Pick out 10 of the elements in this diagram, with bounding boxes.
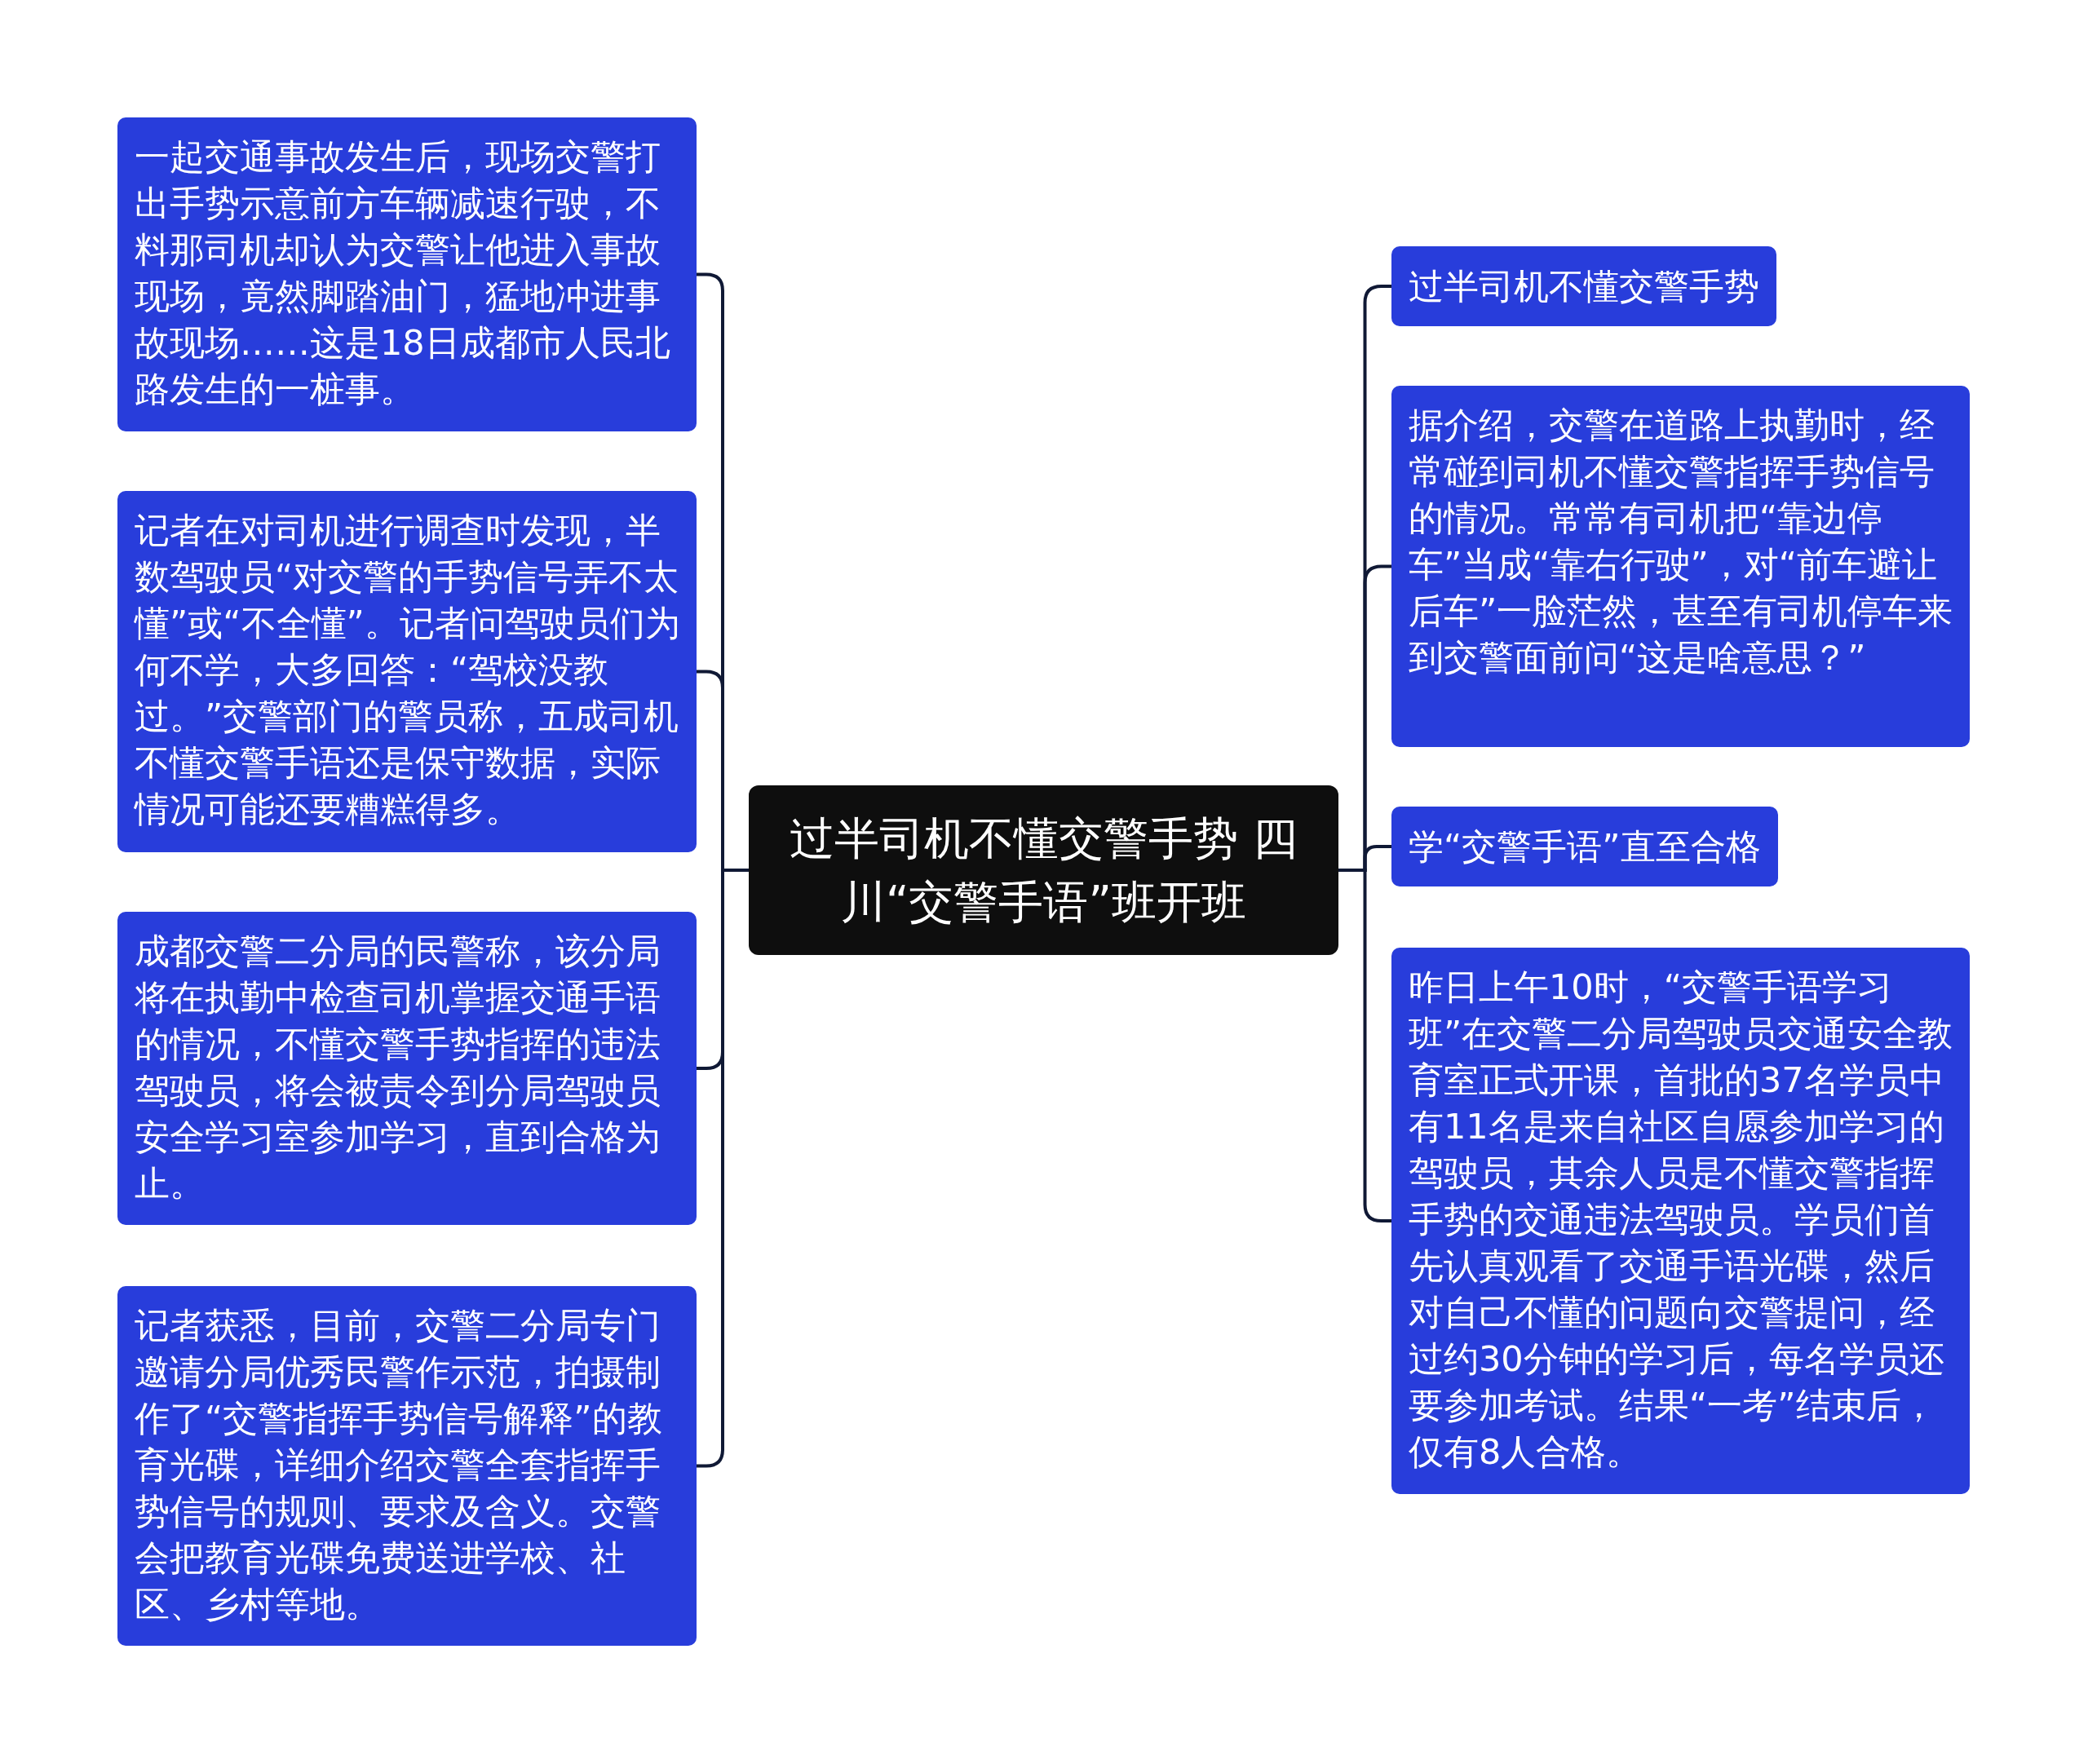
topic-box: 记者获悉，目前，交警二分局专门邀请分局优秀民警作示范，拍摄制作了“交警指挥手势信号解释”的教育光碟，详细介绍交警全套指挥手势信号的规则、要求及含义。交警会把教育光碟免费送进学校、社区、乡村等地。 (117, 1286, 697, 1646)
central-topic-box: 过半司机不懂交警手势 四川“交警手语”班开班 (749, 785, 1338, 955)
connector-line (1338, 869, 1391, 1222)
topic-box: 一起交通事故发生后，现场交警打出手势示意前方车辆减速行驶，不料那司机却认为交警让他进入事故现场，竟然脚踏油门，猛地冲进事故现场……这是18日成都市人民北路发生的一桩事。 (117, 117, 697, 431)
topic-box: 昨日上午10时，“交警手语学习班”在交警二分局驾驶员交通安全教育室正式开课，首批的37名学员中有11名是来自社区自愿参加学习的驾驶员，其余人员是不懂交警指挥手势的交通违法驾驶员。学员们首先认真观看了交通手语光碟，然后对自己不懂的问题向交警提问，经过约30分钟的学习后，每名学员还要参加考试。结果“一考”结束后，仅有8人合格。 (1391, 948, 1970, 1494)
topic-box: 记者在对司机进行调查时发现，半数驾驶员“对交警的手势信号弄不太懂”或“不全懂”。记者问驾驶员们为何不学，大多回答：“驾校没教过。”交警部门的警员称，五成司机不懂交警手语还是保守数据，实际情况可能还要糟糕得多。 (117, 491, 697, 852)
topic-box: 成都交警二分局的民警称，该分局将在执勤中检查司机掌握交通手语的情况，不懂交警手势指挥的违法驾驶员，将会被责令到分局驾驶员安全学习室参加学习，直到合格为止。 (117, 912, 697, 1225)
topic-box: 据介绍，交警在道路上执勤时，经常碰到司机不懂交警指挥手势信号的情况。常常有司机把“靠边停车”当成“靠右行驶”，对“前车避让后车”一脸茫然，甚至有司机停车来到交警面前问“这是啥意思？” (1391, 386, 1970, 747)
topic-box: 过半司机不懂交警手势 (1391, 246, 1776, 326)
topic-box: 学“交警手语”直至合格 (1391, 807, 1778, 886)
